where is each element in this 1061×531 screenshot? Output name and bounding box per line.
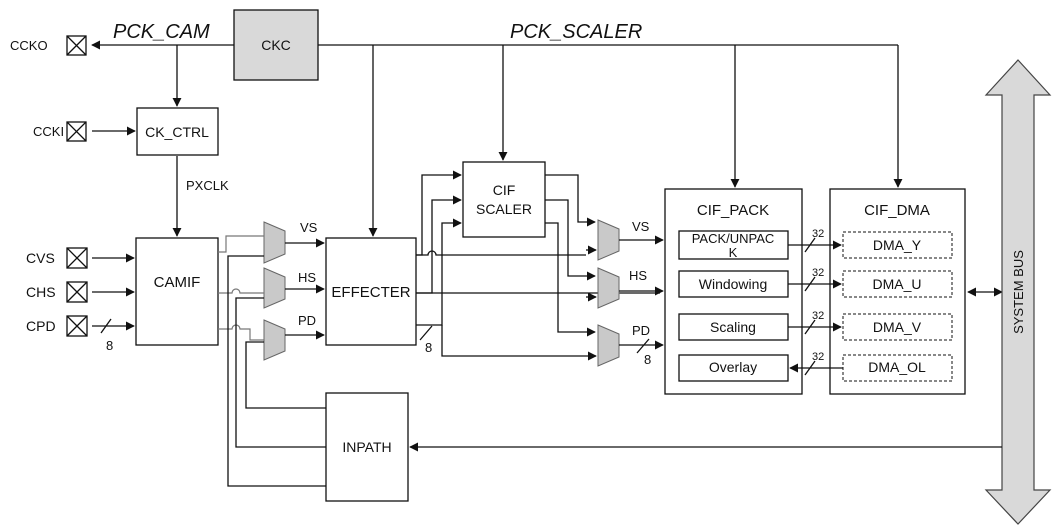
cif-scaler-block: CIF SCALER: [462, 161, 546, 238]
windowing-label: Windowing: [699, 276, 767, 292]
bus-width-label: 32: [812, 351, 824, 363]
mux-vs-out: [597, 219, 620, 261]
overlay-label: Overlay: [709, 359, 757, 375]
mux-hs-out: [597, 267, 620, 309]
pin-label: CHS: [26, 284, 56, 300]
pin-cpd: CPD: [26, 315, 88, 337]
mux-hs: [263, 267, 286, 309]
mux-stage-2: [597, 219, 620, 367]
signal-pd-label: PD: [298, 313, 316, 328]
bus-width-label: 32: [812, 267, 824, 279]
pin-label: CVS: [26, 250, 55, 266]
scaling-label: Scaling: [710, 319, 756, 335]
pin-label: CCKO: [10, 38, 48, 53]
pin-label: CCKI: [33, 124, 64, 139]
block-label: INPATH: [342, 439, 391, 455]
mux-pd: [263, 319, 286, 361]
signal-hs-out-label: HS: [629, 268, 647, 283]
signal-pd-out-label: PD: [632, 323, 650, 338]
ck-ctrl-block: CK_CTRL: [136, 107, 219, 156]
pin-ccki: CCKI: [33, 121, 87, 142]
bus-slash: [100, 318, 112, 334]
pack-dma-links: 32 32 32 32: [788, 228, 843, 376]
pin-chs: CHS: [26, 281, 88, 303]
bus-slash: [419, 325, 433, 341]
block-label: CKC: [261, 37, 291, 53]
mux-stage-1: [263, 221, 286, 361]
pin-label: CPD: [26, 318, 56, 334]
ckc-block: CKC: [233, 9, 319, 81]
pin-cvs: CVS: [26, 247, 88, 269]
dma-y-label: DMA_Y: [873, 237, 922, 253]
block-label: SCALER: [476, 201, 532, 217]
bus-width-label: 32: [812, 228, 824, 240]
block-label: CAMIF: [154, 274, 201, 291]
pxclk-label: PXCLK: [186, 178, 229, 193]
bus-width-label: 8: [644, 352, 651, 367]
mux-pd-out: [597, 324, 620, 367]
block-label: CK_CTRL: [145, 124, 209, 140]
block-label: CIF: [493, 182, 516, 198]
dma-u-label: DMA_U: [872, 276, 921, 292]
pck-cam-label: PCK_CAM: [113, 21, 210, 43]
bus-width-label: 32: [812, 310, 824, 322]
pin-ccko: CCKO: [10, 35, 87, 56]
block-label: EFFECTER: [331, 284, 410, 301]
effecter-block: EFFECTER: [325, 237, 417, 346]
signal-vs-label: VS: [300, 220, 318, 235]
clock-tree: [91, 40, 903, 237]
cif-pack-block: CIF_PACK PACK/UNPAC K Windowing Scaling …: [664, 188, 803, 395]
pack-unpack-label-2: K: [729, 245, 738, 260]
system-bus: SYSTEM BUS: [984, 59, 1052, 525]
pck-scaler-label: PCK_SCALER: [510, 21, 642, 43]
block-label: CIF_PACK: [697, 202, 769, 219]
system-bus-label: SYSTEM BUS: [1011, 250, 1026, 334]
dma-v-label: DMA_V: [873, 319, 922, 335]
mux-vs: [263, 221, 286, 264]
camif-block: CAMIF: [135, 237, 219, 346]
dma-ol-label: DMA_OL: [868, 359, 926, 375]
signal-vs-out-label: VS: [632, 219, 650, 234]
bus-width-label: 8: [106, 338, 113, 353]
inpath-block: INPATH: [325, 392, 409, 502]
cif-dma-block: CIF_DMA DMA_Y DMA_U DMA_V DMA_OL: [829, 188, 966, 395]
block-label: CIF_DMA: [864, 202, 930, 219]
signal-hs-label: HS: [298, 270, 316, 285]
pack-unpack-label: PACK/UNPAC: [692, 231, 775, 246]
bus-slash: [636, 338, 650, 354]
bus-width-label: 8: [425, 340, 432, 355]
